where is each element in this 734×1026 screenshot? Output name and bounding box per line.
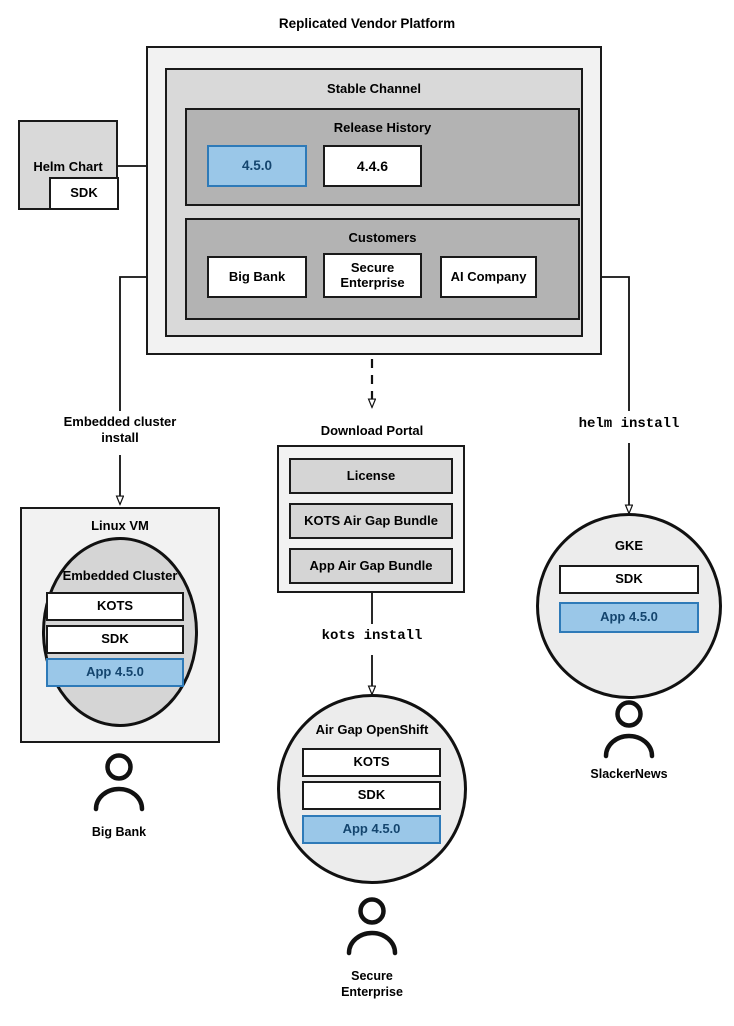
artifact-app-air-gap-bundle[interactable]: App Air Gap Bundle — [289, 548, 453, 584]
page-title: Replicated Vendor Platform — [278, 16, 456, 31]
artifact-license[interactable]: License — [289, 458, 453, 494]
release-version-4-5-0[interactable]: 4.5.0 — [207, 145, 307, 187]
linux-vm-title: Linux VM — [91, 518, 149, 533]
caption-big-bank: Big Bank — [91, 825, 147, 839]
gke-component-app[interactable]: App 4.5.0 — [559, 602, 699, 633]
customer-secure-enterprise[interactable]: Secure Enterprise — [323, 253, 422, 298]
install-label-kots-install: kots install — [321, 628, 423, 644]
linux-vm-component-app[interactable]: App 4.5.0 — [46, 658, 184, 687]
install-label-helm-install: helm install — [578, 416, 680, 432]
air-gap-openshift-title: Air Gap OpenShift — [315, 722, 429, 737]
linux-vm-component-sdk[interactable]: SDK — [46, 625, 184, 654]
person-icon-slackernews — [603, 700, 655, 759]
release-version-4-4-6[interactable]: 4.4.6 — [323, 145, 422, 187]
customer-big-bank[interactable]: Big Bank — [207, 256, 307, 298]
person-icon-big-bank — [93, 753, 145, 812]
gke-title: GKE — [614, 538, 644, 553]
embedded-cluster-title: Embedded Cluster — [62, 568, 178, 583]
customer-ai-company[interactable]: AI Company — [440, 256, 537, 298]
linux-vm-component-kots[interactable]: KOTS — [46, 592, 184, 621]
openshift-component-app[interactable]: App 4.5.0 — [302, 815, 441, 844]
gke-component-sdk[interactable]: SDK — [559, 565, 699, 594]
helm-chart-sdk-box[interactable]: SDK — [49, 177, 119, 210]
download-portal-title: Download Portal — [320, 423, 424, 438]
artifact-kots-air-gap-bundle[interactable]: KOTS Air Gap Bundle — [289, 503, 453, 539]
openshift-component-kots[interactable]: KOTS — [302, 748, 441, 777]
stable-channel-title: Stable Channel — [327, 81, 421, 96]
release-history-title: Release History — [333, 120, 432, 135]
install-label-embedded-cluster: Embedded cluster install — [63, 414, 177, 445]
helm-chart-label: Helm Chart — [33, 159, 103, 174]
caption-secure-enterprise: Secure Enterprise — [341, 969, 403, 999]
openshift-component-sdk[interactable]: SDK — [302, 781, 441, 810]
person-icon-secure-enterprise — [346, 897, 398, 956]
caption-slackernews: SlackerNews — [590, 767, 668, 781]
customers-title: Customers — [348, 230, 417, 245]
